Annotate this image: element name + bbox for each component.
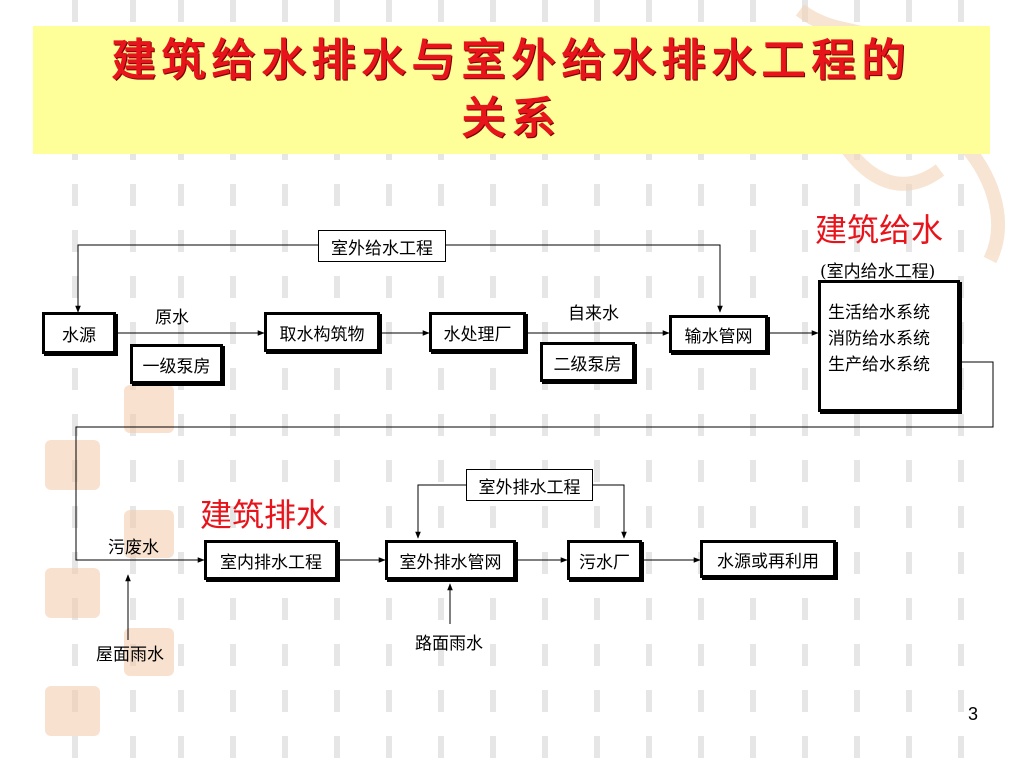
pump-1-box: 一级泵房 (130, 344, 223, 384)
treatment-label: 水处理厂 (443, 324, 512, 345)
sewage-plant-box: 污水厂 (567, 540, 642, 580)
indoor-drainage-box: 室内排水工程 (204, 540, 338, 580)
destination-box: 水源或再利用 (700, 540, 836, 578)
indoor-supply-systems-box (818, 280, 960, 412)
outdoor-supply-label: 室外给水工程 (331, 238, 433, 259)
pump-2-label: 二级泵房 (553, 354, 622, 375)
roof-rain-label: 屋面雨水 (96, 645, 164, 665)
intake-label: 取水构筑物 (279, 324, 365, 345)
outdoor-drainage-box: 室外排水工程 (466, 469, 593, 501)
arrow-drainage-works-to-network (415, 484, 466, 539)
system-production: 生产给水系统 (828, 355, 930, 375)
indoor-supply-systems-list: 生活给水系统 消防给水系统 生产给水系统 (828, 300, 930, 378)
network-box: 输水管网 (669, 315, 768, 353)
system-domestic: 生活给水系统 (828, 303, 930, 323)
seal-decorations (45, 385, 174, 736)
wastewater-label: 污废水 (108, 538, 159, 558)
arrow-drainage-works-to-plant (593, 484, 627, 539)
drainage-heading: 建筑排水 (200, 496, 329, 534)
road-rain-label: 路面雨水 (415, 634, 483, 654)
network-label: 输水管网 (684, 326, 753, 347)
supply-subheading: (室内给水工程) (820, 262, 936, 282)
supply-heading: 建筑给水 (815, 211, 944, 249)
arrow-outdoor-to-source (75, 244, 318, 313)
pump-1-label: 一级泵房 (142, 356, 211, 377)
sewage-plant-label: 污水厂 (579, 552, 630, 573)
pump-2-box: 二级泵房 (540, 342, 635, 382)
indoor-drainage-label: 室内排水工程 (220, 552, 322, 573)
slide-title-line-1: 建筑给水排水与室外给水排水工程的 (111, 35, 912, 86)
system-fire: 消防给水系统 (828, 329, 930, 349)
title-banner: 建筑给水排水与室外给水排水工程的 关系 (33, 26, 990, 154)
outdoor-drainage-network-label: 室外排水管网 (399, 552, 502, 573)
raw-water-label: 原水 (155, 308, 189, 328)
slide-title-line-2: 关系 (461, 93, 562, 144)
outdoor-drainage-label: 室外排水工程 (478, 477, 581, 498)
destination-label: 水源或再利用 (717, 551, 819, 572)
arrow-outdoor-to-network (446, 244, 723, 313)
outdoor-supply-box: 室外给水工程 (318, 230, 446, 262)
water-source-box: 水源 (42, 312, 116, 354)
outdoor-drainage-network-box: 室外排水管网 (385, 540, 516, 580)
page-number: 3 (968, 704, 979, 724)
intake-box: 取水构筑物 (264, 312, 380, 352)
arrow-systems-to-drainage (75, 361, 994, 563)
treatment-box: 水处理厂 (429, 312, 526, 352)
water-source-label: 水源 (62, 325, 96, 346)
tap-water-label: 自来水 (568, 304, 619, 324)
